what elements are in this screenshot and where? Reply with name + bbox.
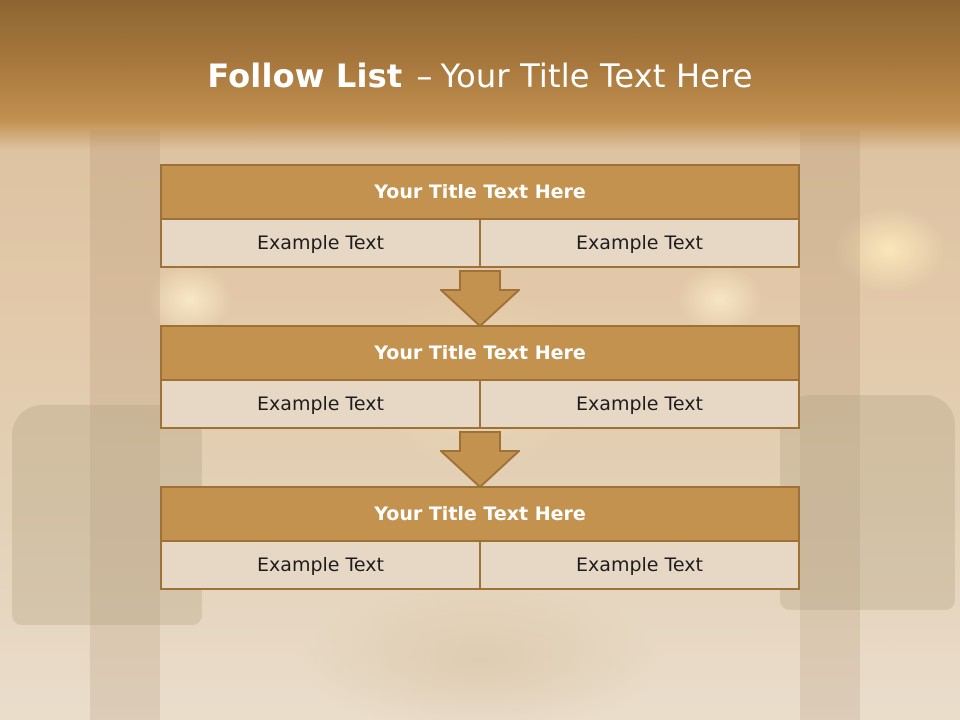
step-row: Example Text Example Text [160,540,800,590]
step-block: Your Title Text Here Example Text Exampl… [160,325,800,429]
down-arrow-icon [440,431,520,489]
step-row: Example Text Example Text [160,218,800,268]
step-heading: Your Title Text Here [160,486,800,542]
step-row: Example Text Example Text [160,379,800,429]
background-column [800,130,860,720]
step-cell-left: Example Text [160,540,481,590]
step-cell-left: Example Text [160,379,481,429]
step-block: Your Title Text Here Example Text Exampl… [160,164,800,268]
step-cell-right: Example Text [479,379,800,429]
background-armchair [780,395,955,610]
step-cell-left: Example Text [160,218,481,268]
step-heading: Your Title Text Here [160,164,800,220]
step-cell-right: Example Text [479,540,800,590]
step-cell-right: Example Text [479,218,800,268]
step-heading: Your Title Text Here [160,325,800,381]
title-band [0,0,960,150]
title-bold: Follow List [207,57,403,95]
slide-title: Follow List–Your Title Text Here [0,54,960,98]
title-dash: – [416,57,433,95]
title-rest: Your Title Text Here [440,57,753,95]
step-block: Your Title Text Here Example Text Exampl… [160,486,800,590]
down-arrow-icon [440,270,520,328]
background-column [90,130,160,720]
